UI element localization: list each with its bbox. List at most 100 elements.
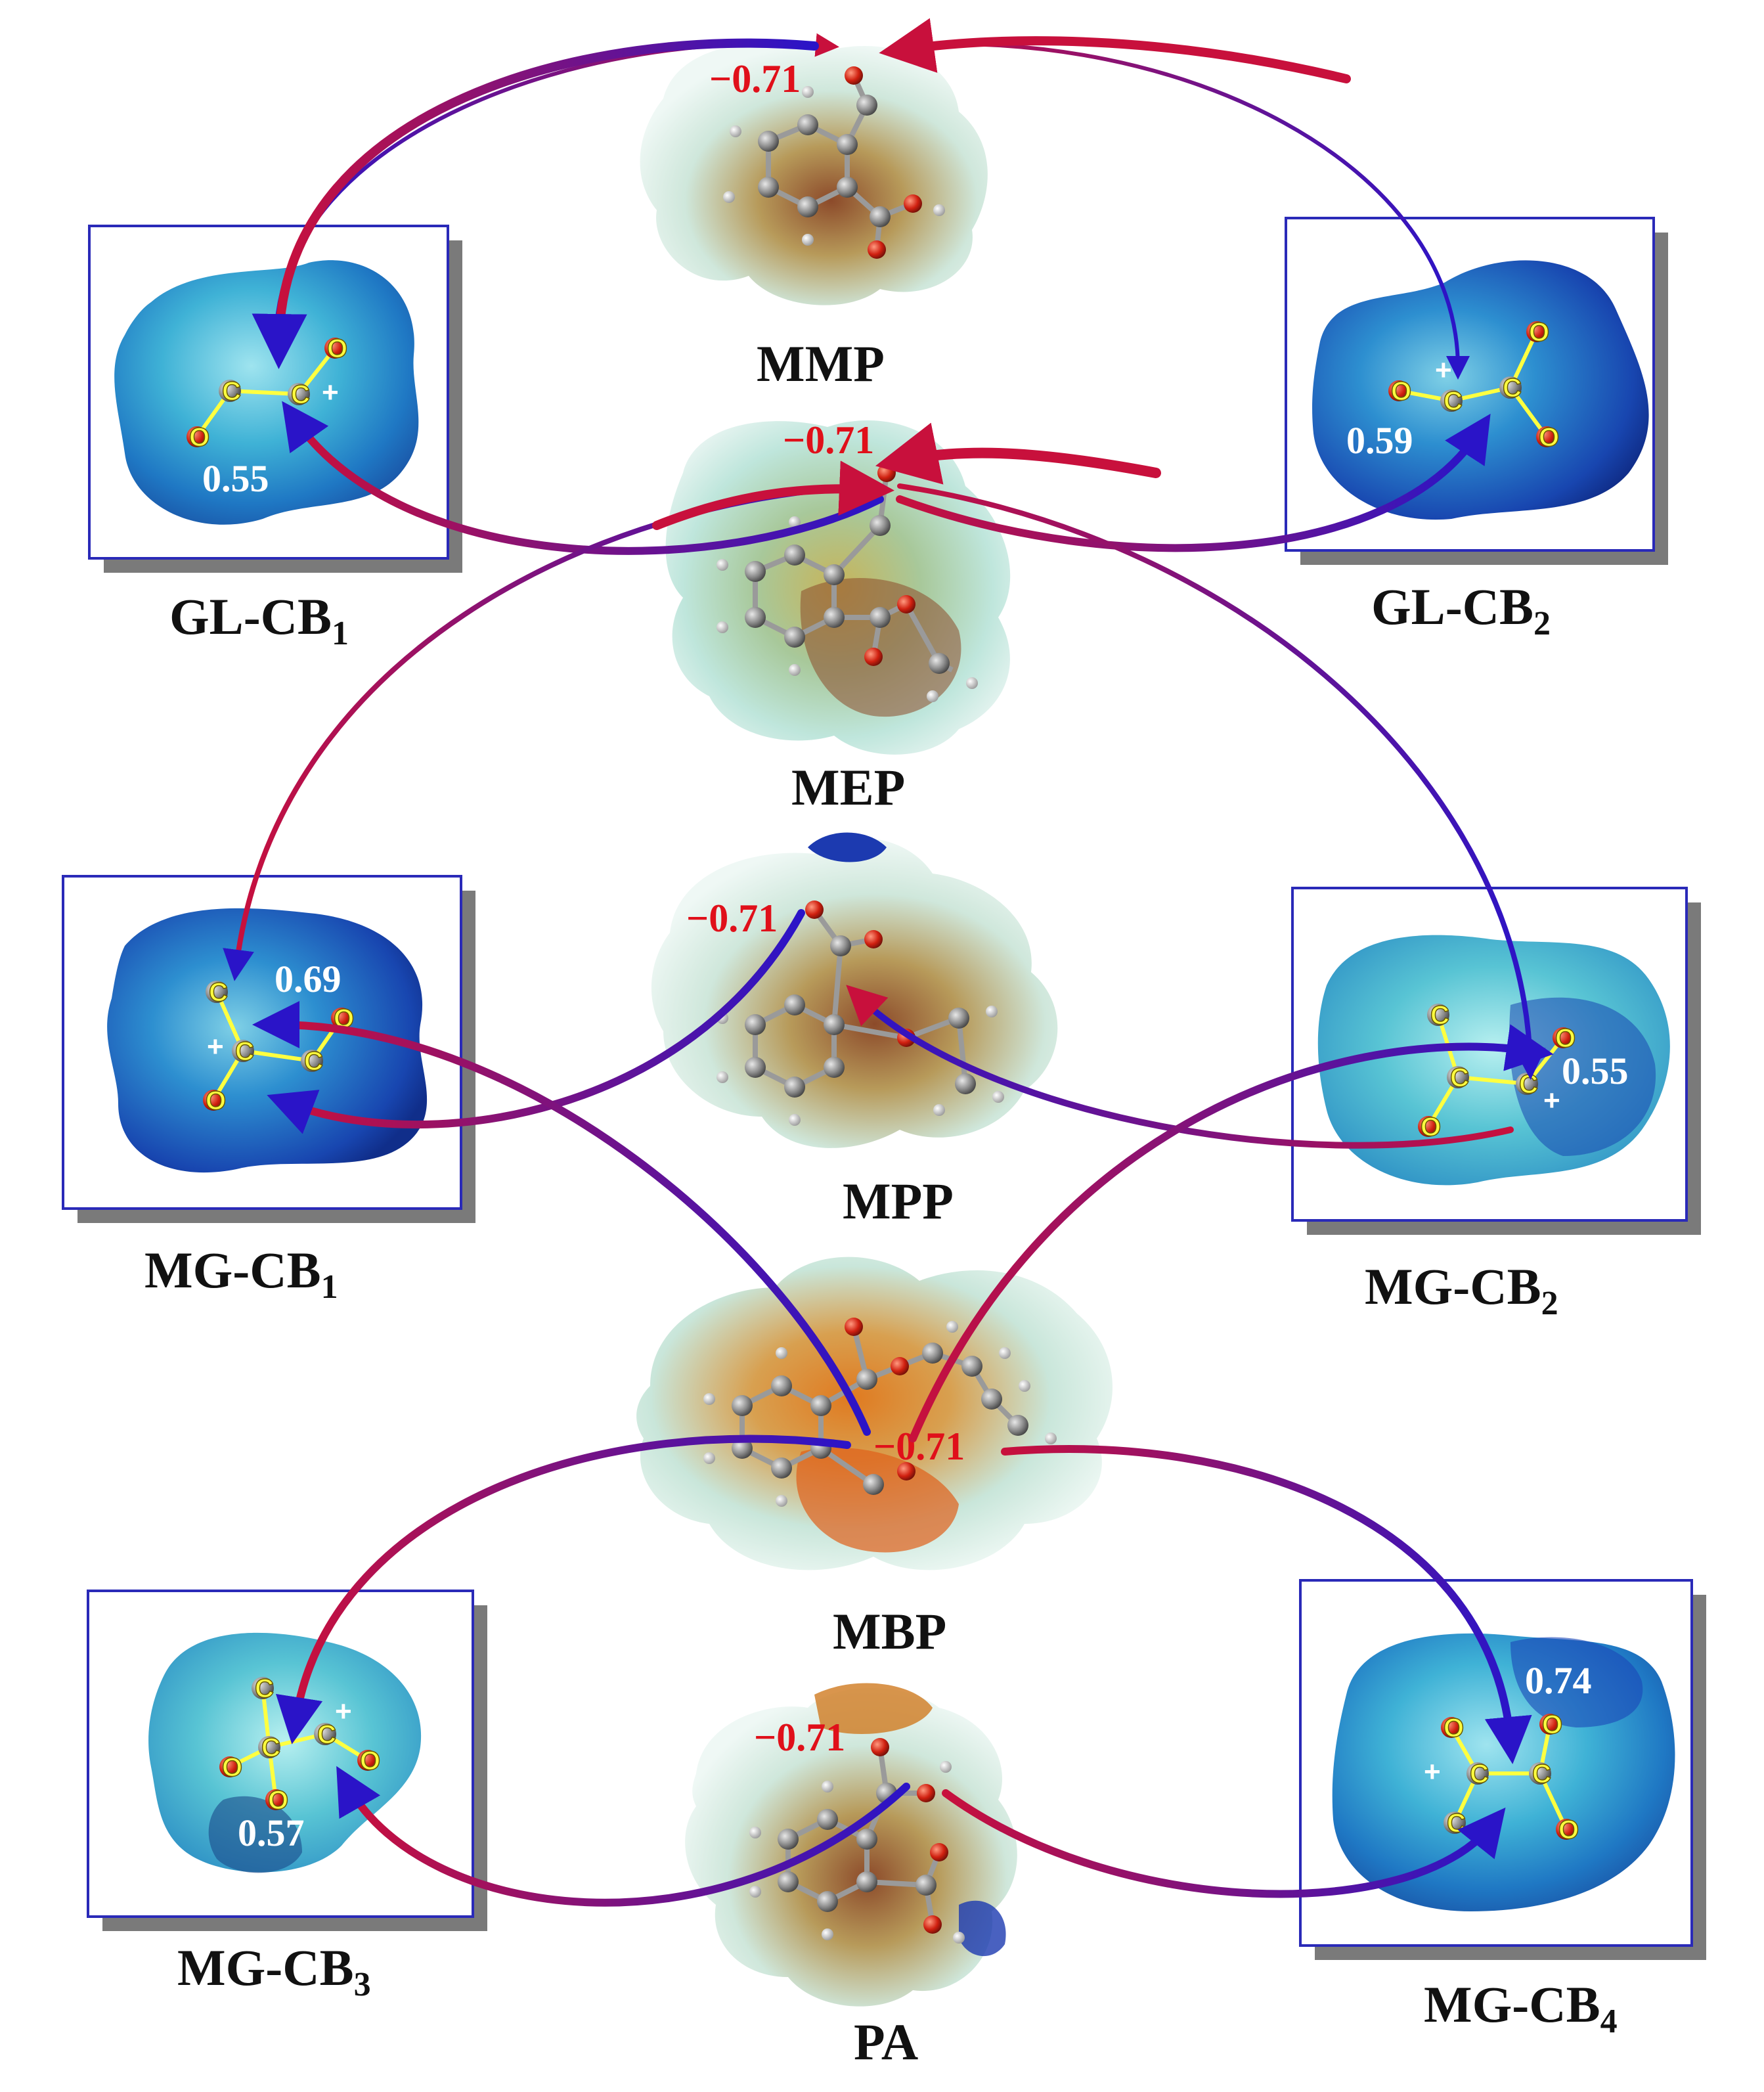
carbocation-gl-cb2: C C O O O + 0.59 (1285, 217, 1668, 565)
atom-symbol-c: C (304, 1047, 323, 1076)
atom-symbol-o: O (360, 1747, 380, 1775)
esp-surface (685, 1688, 1017, 2007)
carbocation-label: MG-CB2 (1365, 1258, 1558, 1322)
atom-symbol-o: O (206, 1086, 226, 1115)
arrow-mbp-to-mg-cb2 (909, 1024, 1554, 1442)
positive-sign: + (1435, 354, 1452, 386)
nucleophile-charge: −0.71 (754, 1716, 845, 1759)
molecule-mpp: −0.71 (651, 832, 1058, 1148)
carbocation-charge: 0.59 (1346, 419, 1413, 462)
carbon-atom (1447, 1066, 1469, 1088)
oxygen-atom (187, 426, 208, 447)
oxygen-atom (203, 1090, 224, 1111)
carbon-atom (1529, 1762, 1551, 1785)
positive-sign: + (1543, 1084, 1560, 1117)
atom-symbol-c: C (235, 1037, 254, 1066)
atom-symbol-o: O (1558, 1815, 1579, 1844)
carbocation-label: MG-CB4 (1424, 1976, 1618, 2040)
carbon-atom (206, 981, 228, 1003)
atom-symbol-c: C (1470, 1760, 1489, 1789)
arrow-mg-cb2-to-mpp (846, 985, 1514, 1149)
carbon-atom (232, 1040, 254, 1062)
arrow-pa-to-mg-cb4 (942, 1789, 1506, 1898)
oxygen-atom (1553, 1027, 1574, 1048)
oxygen-atom (1536, 426, 1557, 447)
atom-symbol-o: O (1542, 1710, 1562, 1739)
atom-symbol-c: C (261, 1733, 280, 1762)
molecule-label: MBP (833, 1603, 946, 1660)
carbocation-charge: 0.57 (238, 1812, 305, 1854)
positive-sign: + (1424, 1756, 1441, 1788)
carbocation-mg-cb3: C C C O O O + 0.57 (87, 1590, 487, 1931)
atom-symbol-c: C (222, 377, 241, 406)
oxygen-atom (1556, 1819, 1577, 1840)
carbon-atom (288, 383, 310, 405)
carbocation-mg-cb4: C C C O O O + 0.74 (1299, 1579, 1706, 1960)
atom-symbol-o: O (1529, 318, 1549, 347)
positive-sign: + (322, 376, 339, 409)
carbon-atom (219, 380, 241, 402)
atom-symbol-c: C (291, 380, 310, 409)
nucleophile-charge: −0.71 (783, 418, 874, 462)
carbocation-charge: 0.55 (202, 457, 269, 500)
arrow-mep-to-gl-cb1 (282, 401, 884, 555)
arrow-mmp-to-gl-cb2 (898, 42, 1470, 380)
arrow-gl-cb2-to-mep (875, 422, 1161, 485)
carbocation-charge: 0.55 (1562, 1050, 1629, 1092)
esp-surface (1312, 260, 1649, 520)
atom-symbol-o: O (1421, 1113, 1441, 1142)
atom-symbol-o: O (1444, 1714, 1464, 1743)
nucleophile-charge: −0.71 (686, 897, 778, 940)
atom-symbol-c: C (1503, 374, 1522, 403)
atom-symbol-o: O (1539, 423, 1559, 452)
oxygen-atom (357, 1750, 378, 1771)
carbocation-charge: 0.74 (1525, 1659, 1592, 1702)
oxygen-atom (1388, 380, 1409, 401)
carbocation-mg-cb2: C C C O O + 0.55 (1291, 887, 1701, 1235)
molecule-mbp: −0.71 (636, 1257, 1113, 1570)
oxygen-atom (1441, 1717, 1462, 1738)
molecule-mmp: −0.71 (640, 43, 988, 305)
carbocation-gl-cb1: C C O O + 0.55 (88, 225, 462, 573)
arrow-mmp-to-gl-cb1 (252, 38, 819, 369)
atom-symbol-o: O (1391, 377, 1411, 406)
esp-surface (640, 43, 988, 305)
carbon-atom (252, 1677, 274, 1699)
atom-symbol-o: O (1555, 1024, 1576, 1053)
molecule-label: MEP (791, 759, 905, 816)
arrow-mbp-to-mg-cb4 (1001, 1445, 1532, 1764)
esp-surface (636, 1257, 1113, 1570)
oxygen-atom (331, 1008, 352, 1029)
atom-symbol-c: C (255, 1674, 274, 1703)
carbocation-label: MG-CB1 (144, 1241, 338, 1306)
atom-symbol-o: O (268, 1786, 288, 1815)
arrow-mg-cb1-to-mep (652, 460, 894, 530)
carbocation-label: GL-CB2 (1371, 578, 1551, 642)
arrow-mbp-to-mg-cb3 (276, 1435, 851, 1745)
carbon-atom (1466, 1762, 1489, 1785)
arrow-gl-cb2-to-mmp (879, 18, 1351, 83)
oxygen-atom (1526, 321, 1547, 342)
atom-symbol-c: C (1532, 1760, 1551, 1789)
atom-symbol-c: C (1444, 387, 1463, 416)
carbon-atom (1427, 1004, 1449, 1026)
interaction-arrows (223, 18, 1554, 1907)
molecule-mep: −0.71 (665, 418, 1011, 755)
atom-symbol-c: C (1450, 1063, 1469, 1092)
oxygen-atom (324, 338, 345, 359)
positive-sign: + (207, 1031, 224, 1063)
arrow-mep-to-mg-cb2 (897, 483, 1546, 1080)
nucleophile-charge: −0.71 (709, 57, 801, 100)
atom-symbol-o: O (222, 1753, 242, 1782)
atom-symbol-c: C (317, 1720, 336, 1749)
arrow-mbp-to-mg-cb1 (252, 1001, 871, 1436)
oxygen-atom (219, 1756, 240, 1777)
atom-symbol-c: C (1447, 1809, 1466, 1838)
oxygen-atom (1539, 1714, 1560, 1735)
carbon-atom (1440, 389, 1463, 412)
carbon-atom (301, 1050, 323, 1072)
atom-symbol-o: O (327, 334, 347, 363)
atom-symbol-c: C (1430, 1001, 1449, 1030)
carbon-atom (258, 1736, 280, 1758)
